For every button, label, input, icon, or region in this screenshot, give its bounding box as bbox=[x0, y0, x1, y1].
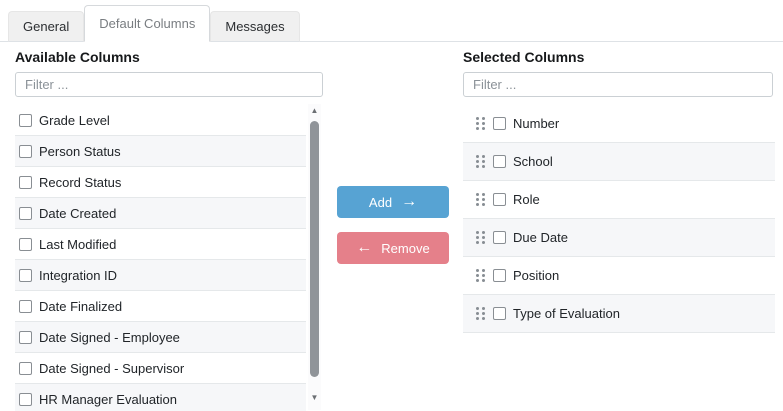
available-column-row[interactable]: Record Status bbox=[15, 167, 306, 198]
available-columns-list: Grade Level Person Status Record Status … bbox=[15, 105, 306, 411]
available-column-label: Person Status bbox=[39, 143, 121, 159]
selected-column-row[interactable]: Due Date bbox=[463, 219, 775, 257]
available-column-label: Date Created bbox=[39, 205, 117, 221]
checkbox-icon[interactable] bbox=[19, 361, 32, 375]
checkbox-icon[interactable] bbox=[19, 175, 32, 189]
available-column-label: Grade Level bbox=[39, 112, 110, 128]
arrow-left-icon: ← bbox=[356, 239, 373, 256]
drag-handle-icon[interactable] bbox=[476, 116, 485, 131]
scroll-up-icon[interactable]: ▲ bbox=[310, 106, 319, 115]
selected-column-label: Number bbox=[513, 116, 560, 131]
available-column-label: Integration ID bbox=[39, 267, 118, 283]
selected-column-label: Type of Evaluation bbox=[513, 306, 620, 321]
checkbox-icon[interactable] bbox=[493, 117, 506, 130]
available-column-row[interactable]: HR Manager Evaluation bbox=[15, 384, 306, 411]
selected-column-label: Due Date bbox=[513, 230, 568, 245]
remove-button[interactable]: ← Remove bbox=[337, 232, 449, 264]
drag-handle-icon[interactable] bbox=[476, 154, 485, 169]
arrow-right-icon: → bbox=[401, 193, 418, 210]
available-column-label: HR Manager Evaluation bbox=[39, 391, 178, 407]
checkbox-icon[interactable] bbox=[19, 392, 32, 406]
checkbox-icon[interactable] bbox=[19, 206, 32, 220]
checkbox-icon[interactable] bbox=[493, 231, 506, 244]
available-column-label: Date Signed - Supervisor bbox=[39, 360, 185, 376]
selected-column-row[interactable]: Number bbox=[463, 105, 775, 143]
selected-column-row[interactable]: Type of Evaluation bbox=[463, 295, 775, 333]
drag-handle-icon[interactable] bbox=[476, 230, 485, 245]
selected-columns-heading: Selected Columns bbox=[463, 49, 585, 65]
available-column-row[interactable]: Date Signed - Employee bbox=[15, 322, 306, 353]
drag-handle-icon[interactable] bbox=[476, 306, 485, 321]
tab-default-columns[interactable]: Default Columns bbox=[84, 5, 211, 42]
checkbox-icon[interactable] bbox=[19, 144, 32, 158]
checkbox-icon[interactable] bbox=[19, 330, 32, 344]
selected-column-row[interactable]: School bbox=[463, 143, 775, 181]
available-list-scrollbar[interactable]: ▲ ▼ bbox=[308, 104, 321, 410]
checkbox-icon[interactable] bbox=[493, 193, 506, 206]
available-column-label: Record Status bbox=[39, 174, 122, 190]
add-button-label: Add bbox=[368, 194, 393, 210]
checkbox-icon[interactable] bbox=[19, 113, 32, 127]
available-column-label: Date Finalized bbox=[39, 298, 123, 314]
remove-button-label: Remove bbox=[381, 240, 430, 256]
checkbox-icon[interactable] bbox=[19, 268, 32, 282]
scroll-down-icon[interactable]: ▼ bbox=[310, 393, 319, 402]
available-columns-heading: Available Columns bbox=[15, 49, 140, 65]
checkbox-icon[interactable] bbox=[19, 299, 32, 313]
selected-column-row[interactable]: Role bbox=[463, 181, 775, 219]
drag-handle-icon[interactable] bbox=[476, 192, 485, 207]
available-column-row[interactable]: Date Created bbox=[15, 198, 306, 229]
available-column-row[interactable]: Grade Level bbox=[15, 105, 306, 136]
checkbox-icon[interactable] bbox=[19, 237, 32, 251]
available-column-row[interactable]: Person Status bbox=[15, 136, 306, 167]
checkbox-icon[interactable] bbox=[493, 269, 506, 282]
available-column-row[interactable]: Date Signed - Supervisor bbox=[15, 353, 306, 384]
available-column-row[interactable]: Integration ID bbox=[15, 260, 306, 291]
selected-column-row[interactable]: Position bbox=[463, 257, 775, 295]
tab-messages[interactable]: Messages bbox=[210, 11, 300, 42]
tab-bar: General Default Columns Messages bbox=[0, 0, 783, 42]
selected-column-label: School bbox=[513, 154, 553, 169]
add-button[interactable]: Add → bbox=[337, 186, 449, 218]
scrollbar-thumb[interactable] bbox=[310, 121, 319, 377]
checkbox-icon[interactable] bbox=[493, 155, 506, 168]
selected-filter-input[interactable] bbox=[463, 72, 773, 97]
available-filter-input[interactable] bbox=[15, 72, 323, 97]
selected-columns-list: Number School Role Due Date Position Typ… bbox=[463, 105, 775, 333]
drag-handle-icon[interactable] bbox=[476, 268, 485, 283]
selected-column-label: Position bbox=[513, 268, 560, 283]
available-column-row[interactable]: Last Modified bbox=[15, 229, 306, 260]
available-column-row[interactable]: Date Finalized bbox=[15, 291, 306, 322]
checkbox-icon[interactable] bbox=[493, 307, 506, 320]
tab-general[interactable]: General bbox=[8, 11, 85, 42]
available-column-label: Last Modified bbox=[39, 236, 117, 252]
selected-column-label: Role bbox=[513, 192, 540, 207]
available-column-label: Date Signed - Employee bbox=[39, 329, 180, 345]
